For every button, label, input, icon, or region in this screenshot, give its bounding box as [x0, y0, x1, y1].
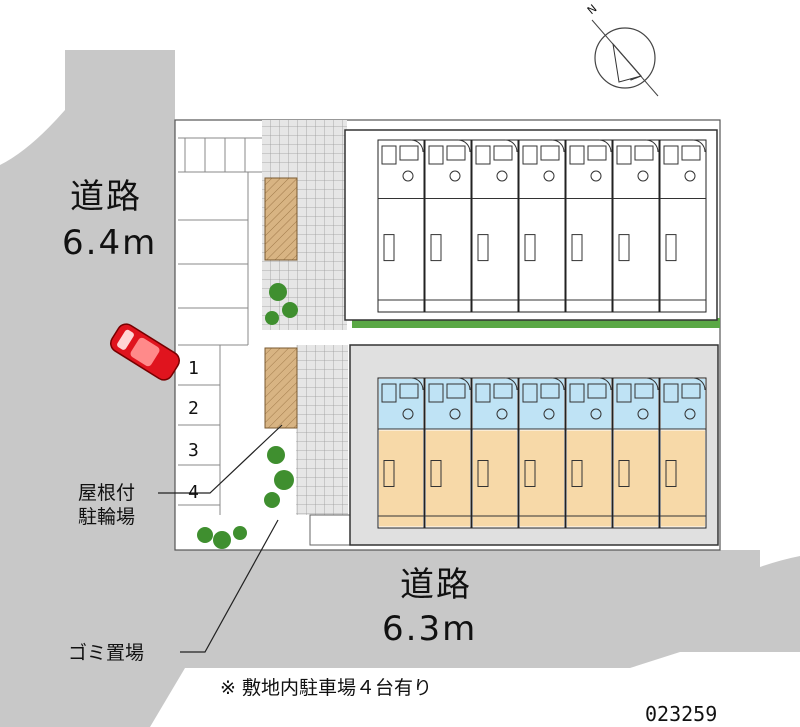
- north-unit: [471, 139, 519, 313]
- north-unit: [659, 139, 707, 313]
- parking-note: ※ 敷地内駐車場４台有り: [220, 677, 432, 699]
- parking-area: [178, 137, 262, 515]
- compass-icon: [591, 19, 659, 97]
- bike-shelter-north: [264, 177, 298, 261]
- north-unit: [377, 139, 425, 313]
- callout-lines: [158, 424, 283, 653]
- west-road-name: 道路: [70, 177, 142, 217]
- parking-slot-1: 1: [188, 358, 199, 379]
- south-unit: [565, 377, 613, 529]
- bike-shelter-callout: 屋根付 駐輪場: [78, 482, 136, 528]
- north-unit: [424, 139, 472, 313]
- west-road-width: 6.4m: [62, 223, 158, 263]
- bike-shelter-south: [264, 347, 298, 429]
- south-unit: [377, 377, 425, 529]
- north-unit: [612, 139, 660, 313]
- south-unit: [659, 377, 707, 529]
- south-unit: [471, 377, 519, 529]
- south-road-width: 6.3m: [382, 609, 478, 649]
- south-unit: [518, 377, 566, 529]
- red-car: [110, 323, 180, 381]
- paved-walkway-lower: [296, 345, 348, 515]
- parking-slot-2: 2: [188, 398, 199, 419]
- parking-slot-4: 4: [188, 482, 199, 503]
- south-unit: [424, 377, 472, 529]
- north-unit: [518, 139, 566, 313]
- west-road: [0, 50, 175, 550]
- north-unit: [565, 139, 613, 313]
- south-road-name: 道路: [400, 565, 472, 605]
- south-unit: [612, 377, 660, 529]
- parking-slot-3: 3: [188, 440, 199, 461]
- south-road-edge: [150, 652, 800, 727]
- garbage-callout: ゴミ置場: [68, 642, 145, 664]
- property-code: 023259: [645, 702, 718, 726]
